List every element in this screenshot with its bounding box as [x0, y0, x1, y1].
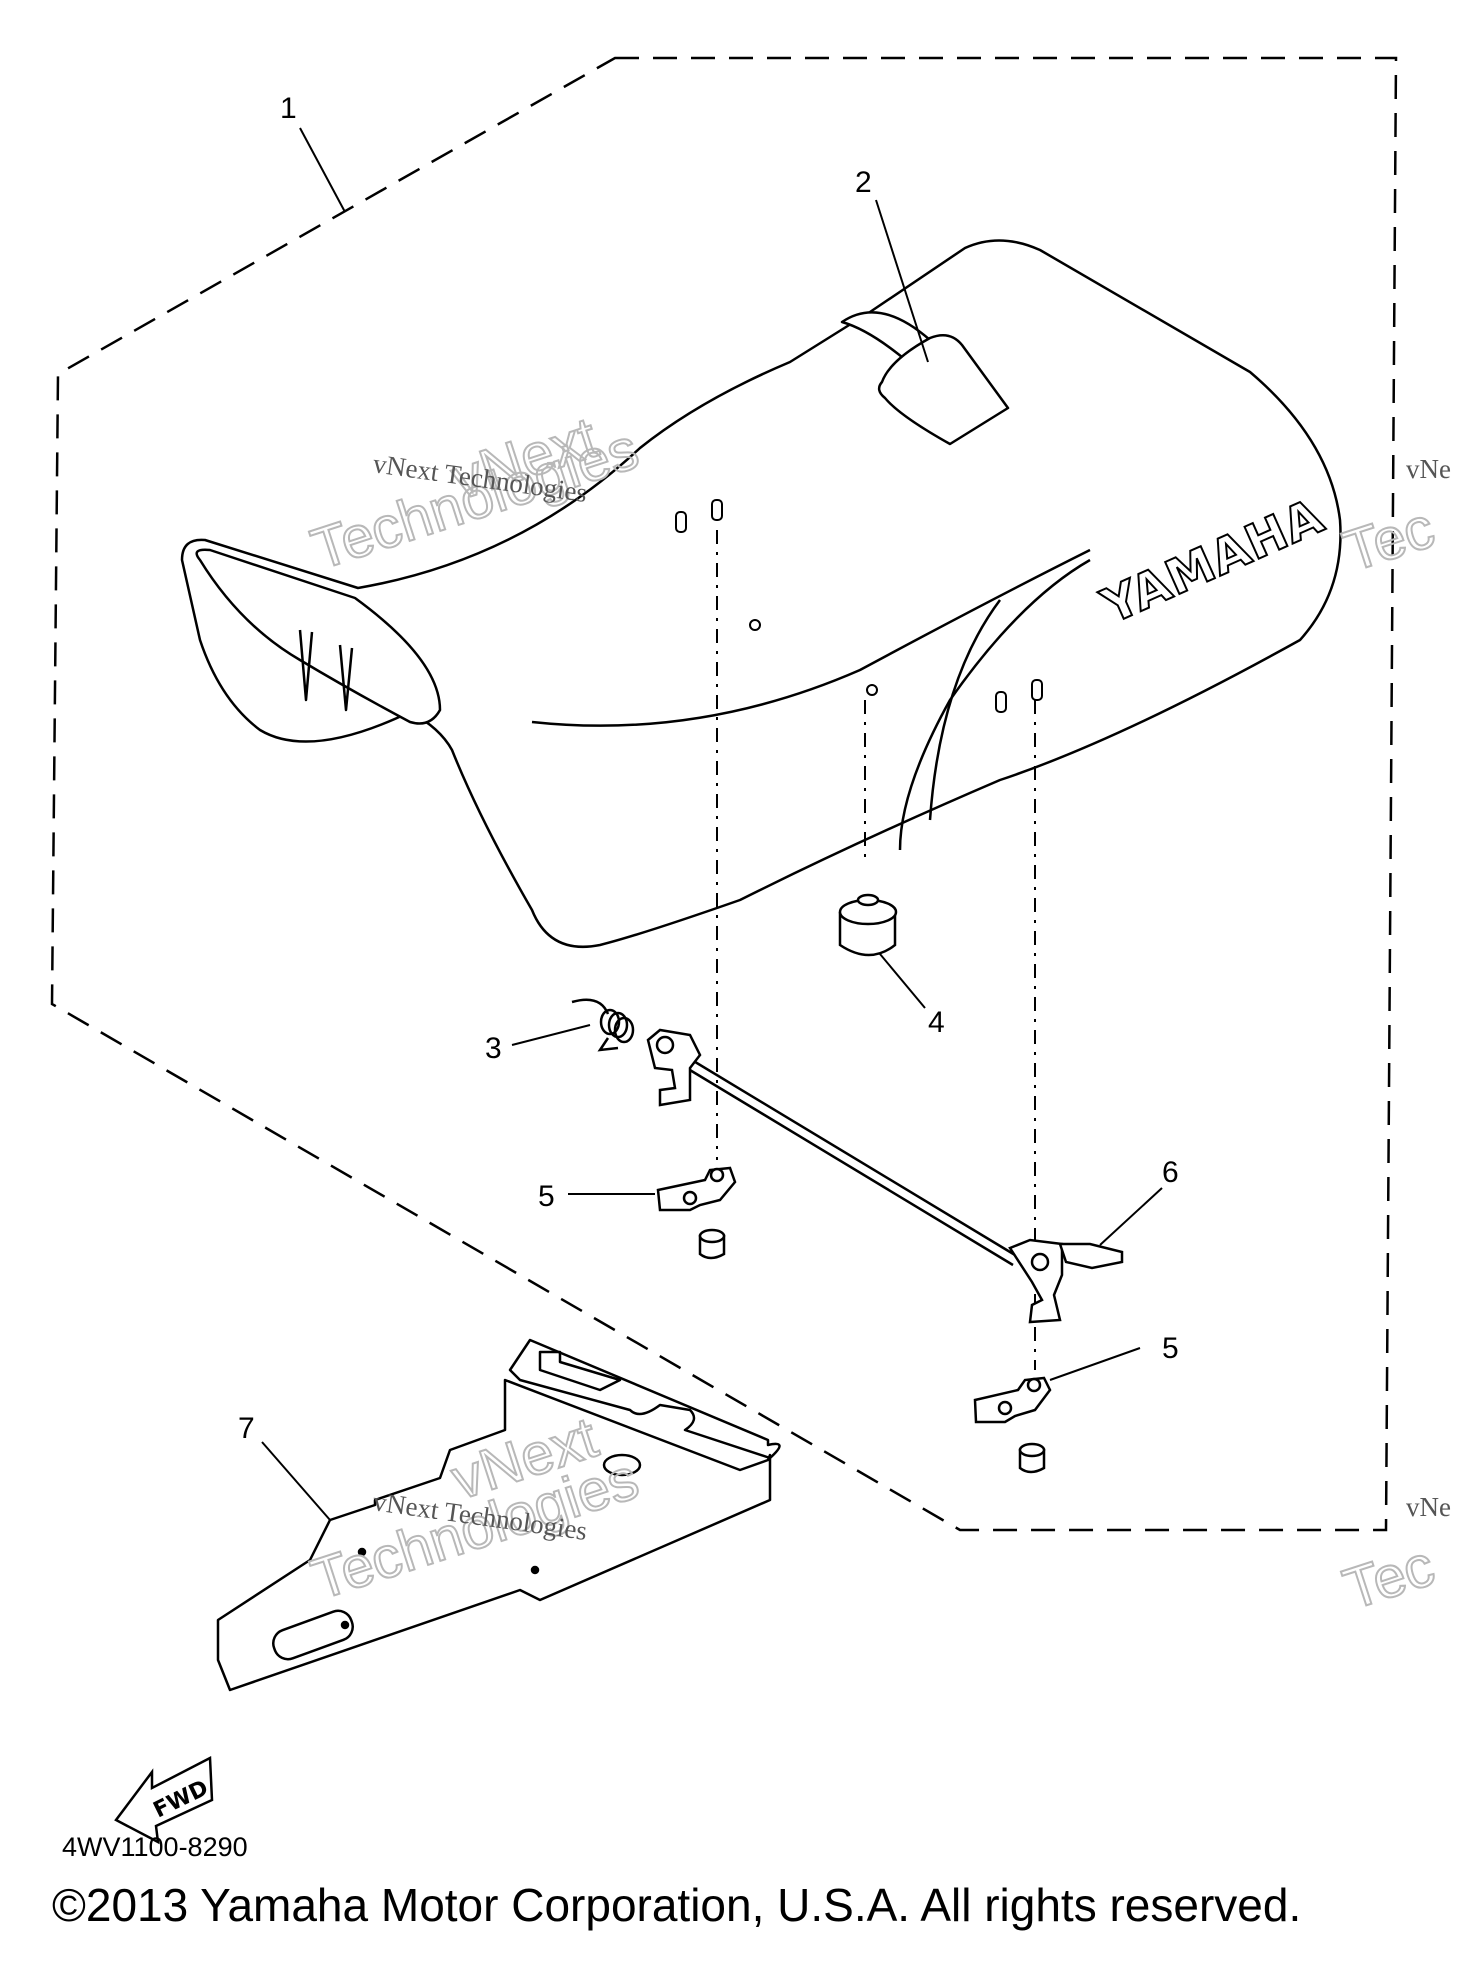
- bracket-parts: [656, 1166, 1052, 1474]
- copyright-notice: ©2013 Yamaha Motor Corporation, U.S.A. A…: [52, 1879, 1302, 1931]
- watermark-edge-1: vNe: [1406, 454, 1451, 484]
- alignment-lines: [716, 530, 1036, 1370]
- callout-labels: 1 2 3 4 5 5 6 7: [238, 92, 1179, 1445]
- seat-illustration: [180, 239, 1342, 949]
- base-plate: [216, 1338, 781, 1692]
- forward-arrow: FWD: [114, 1755, 214, 1845]
- seat-mounting-holes: [675, 499, 1043, 713]
- assembly-boundary: [50, 56, 1398, 1532]
- callout-1: 1: [280, 92, 297, 125]
- spring-part: [571, 998, 635, 1052]
- callout-7: 7: [238, 1412, 255, 1445]
- callout-4: 4: [928, 1006, 945, 1039]
- watermark-edge-2: Tec: [1336, 495, 1442, 585]
- callout-5a: 5: [538, 1180, 555, 1213]
- callout-2: 2: [855, 166, 872, 199]
- watermark-edge-4: Tec: [1336, 1533, 1442, 1623]
- damper-part: [838, 893, 898, 957]
- callout-3: 3: [485, 1032, 502, 1065]
- part-code: 4WV1100-8290: [62, 1832, 248, 1862]
- callout-6: 6: [1162, 1156, 1179, 1189]
- watermark-edge-3: vNe: [1406, 1492, 1451, 1522]
- seat-lock-rod: [646, 1028, 1124, 1324]
- callout-5b: 5: [1162, 1332, 1179, 1365]
- leader-lines: [261, 127, 1163, 1521]
